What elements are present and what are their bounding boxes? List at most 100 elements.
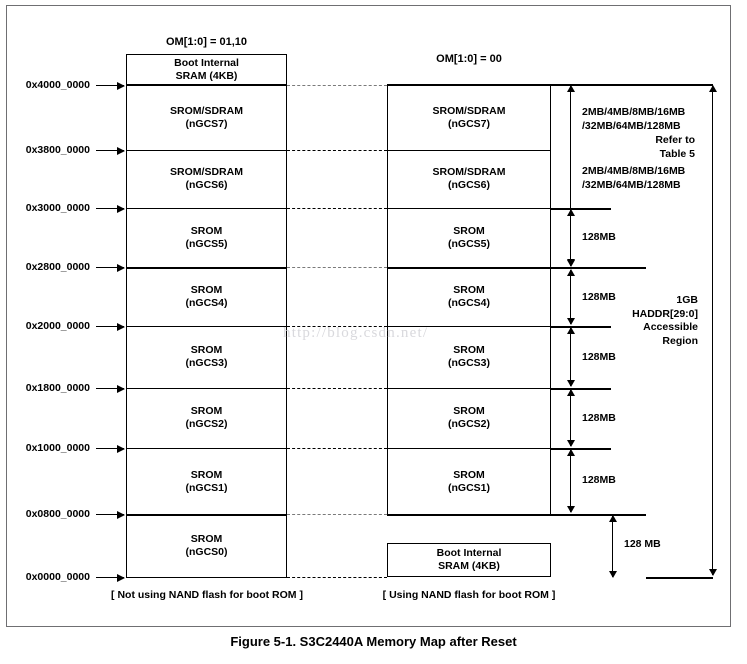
block-label-line1: SROM <box>190 533 223 545</box>
left-rule-0x00000000 <box>126 577 287 579</box>
dim-label-ngcs3: 128MB <box>582 351 616 363</box>
block-label-line1: SROM <box>190 468 223 481</box>
right-rule-0x28000000 <box>387 267 551 270</box>
address-label-0x00000000: 0x0000_0000 <box>25 571 90 583</box>
total-region-line2: HADDR[29:0] <box>632 307 698 320</box>
left-rule-0x30000000 <box>126 208 287 210</box>
address-arrow-0x20000000 <box>96 321 125 333</box>
dim-label-ngcs7-line2: /32MB/64MB/128MB <box>582 119 681 132</box>
block-label-line1: SROM <box>453 344 485 356</box>
figure-caption: Figure 5-1. S3C2440A Memory Map after Re… <box>230 634 517 649</box>
block-label-line1: SROM/SDRAM <box>432 104 506 117</box>
left-block-ngcs1: SROM (nGCS1) <box>126 448 287 515</box>
watermark-text: http://blog.csdn.net/ <box>283 325 429 341</box>
block-label-line2: (nGCS4) <box>185 297 228 309</box>
block-label-line2: (nGCS4) <box>448 297 490 309</box>
block-label-line1: Boot Internal <box>174 56 239 69</box>
dim-tick-0x08000000 <box>551 514 646 516</box>
left-block-ngcs3: SROM (nGCS3) <box>126 326 287 388</box>
left-block-ngcs2: SROM (nGCS2) <box>126 388 287 448</box>
right-block-ngcs4: SROM (nGCS4) <box>387 268 551 326</box>
block-label-line2: (nGCS2) <box>448 418 490 430</box>
left-rule-0x28000000 <box>126 267 287 270</box>
left-block-boot-sram: Boot Internal SRAM (4KB) <box>126 54 287 85</box>
right-rule-0x08000000 <box>387 514 551 517</box>
dim-arrow-ngcs1 <box>565 449 577 513</box>
block-label-line2: (nGCS2) <box>185 418 228 430</box>
block-label-line2: (nGCS5) <box>448 238 490 250</box>
connector-0x18000000 <box>287 388 387 389</box>
block-label-line2: (nGCS3) <box>185 357 228 369</box>
right-block-boot-sram: Boot Internal SRAM (4KB) <box>387 543 551 577</box>
block-label-line1: SROM <box>190 344 223 356</box>
dim-arrow-ngcs4 <box>565 269 577 325</box>
connector-0x20000000 <box>287 326 387 327</box>
address-label-0x40000000: 0x4000_0000 <box>25 79 90 91</box>
right-block-ngcs5: SROM (nGCS5) <box>387 208 551 268</box>
dim-arrow-ngcs2 <box>565 389 577 447</box>
total-region-tick-bottom <box>646 577 713 579</box>
dim-arrow-ngcs0 <box>607 515 619 578</box>
dim-arrow-total-region <box>707 85 719 576</box>
block-label-line2: (nGCS7) <box>448 117 490 130</box>
address-label-0x10000000: 0x1000_0000 <box>25 442 90 454</box>
left-block-ngcs0: SROM (nGCS0) <box>126 515 287 577</box>
left-rule-top <box>126 54 287 56</box>
left-rule-0x10000000 <box>126 448 287 450</box>
connector-0x40000000 <box>287 85 387 86</box>
dim-label-ngcs0: 128 MB <box>624 538 661 550</box>
total-region-tick-top <box>646 84 713 86</box>
dim-tick-0x20000000 <box>551 326 611 328</box>
block-label-line2: (nGCS7) <box>185 117 228 130</box>
left-block-ngcs4: SROM (nGCS4) <box>126 268 287 326</box>
right-rule-0x10000000 <box>387 448 551 450</box>
left-block-ngcs5: SROM (nGCS5) <box>126 208 287 268</box>
right-rule-0x40000000 <box>387 84 551 87</box>
block-label-line1: SROM <box>190 225 223 237</box>
block-label-line2: (nGCS1) <box>185 481 228 494</box>
dim-label-ngcs7: 2MB/4MB/8MB/16MB /32MB/64MB/128MB <box>582 106 685 133</box>
dim-arrow-ngcs3 <box>565 327 577 387</box>
total-region-note: 1GB HADDR[29:0] Accessible Region <box>600 294 698 348</box>
right-rule-0x20000000 <box>387 326 551 328</box>
dim-label-ngcs2: 128MB <box>582 412 616 424</box>
right-block-ngcs2: SROM (nGCS2) <box>387 388 551 448</box>
left-rule-0x40000000 <box>126 84 287 87</box>
block-label-line1: SROM <box>453 284 485 296</box>
refer-to-table-note: Refer to Table 5 <box>582 134 695 161</box>
dim-label-ngcs6: 2MB/4MB/8MB/16MB /32MB/64MB/128MB <box>582 165 685 192</box>
block-label-line1: SROM <box>190 405 223 417</box>
block-label-line1: SROM/SDRAM <box>170 166 243 178</box>
total-region-line1: 1GB <box>676 294 698 306</box>
block-label-line1: Boot Internal <box>436 547 502 559</box>
address-arrow-0x28000000 <box>96 262 125 274</box>
right-block-ngcs7: SROM/SDRAM (nGCS7) <box>387 85 551 150</box>
right-block-ngcs6: SROM/SDRAM (nGCS6) <box>387 150 551 208</box>
connector-0x38000000 <box>287 150 387 151</box>
block-label-line1: SROM/SDRAM <box>170 104 243 117</box>
dim-label-ngcs5: 128MB <box>582 231 616 243</box>
block-label-line1: SROM <box>453 225 485 237</box>
dim-tick-0x30000000 <box>551 208 611 210</box>
left-column-footer: [ Not using NAND flash for boot ROM ] <box>111 589 303 601</box>
block-label-line2: (nGCS1) <box>448 481 490 494</box>
left-rule-0x38000000 <box>126 150 287 152</box>
address-arrow-0x08000000 <box>96 509 125 521</box>
connector-0x30000000 <box>287 208 387 209</box>
left-block-ngcs6: SROM/SDRAM (nGCS6) <box>126 150 287 208</box>
block-label-line2: (nGCS0) <box>185 546 228 558</box>
dim-label-ngcs1: 128MB <box>582 474 616 486</box>
block-label-line2: SRAM (4KB) <box>438 560 500 572</box>
block-label-line2: (nGCS5) <box>185 238 228 250</box>
dim-arrow-ngcs5 <box>565 209 577 266</box>
left-rule-0x08000000 <box>126 514 287 517</box>
dim-tick-0x18000000 <box>551 388 611 390</box>
block-label-line1: SROM <box>453 405 485 417</box>
left-rule-0x18000000 <box>126 388 287 390</box>
address-label-0x08000000: 0x0800_0000 <box>25 508 90 520</box>
address-arrow-0x10000000 <box>96 443 125 455</box>
block-label-line1: SROM <box>190 284 223 296</box>
dim-tick-0x40000000 <box>551 84 646 86</box>
right-rule-0x30000000 <box>387 208 551 210</box>
